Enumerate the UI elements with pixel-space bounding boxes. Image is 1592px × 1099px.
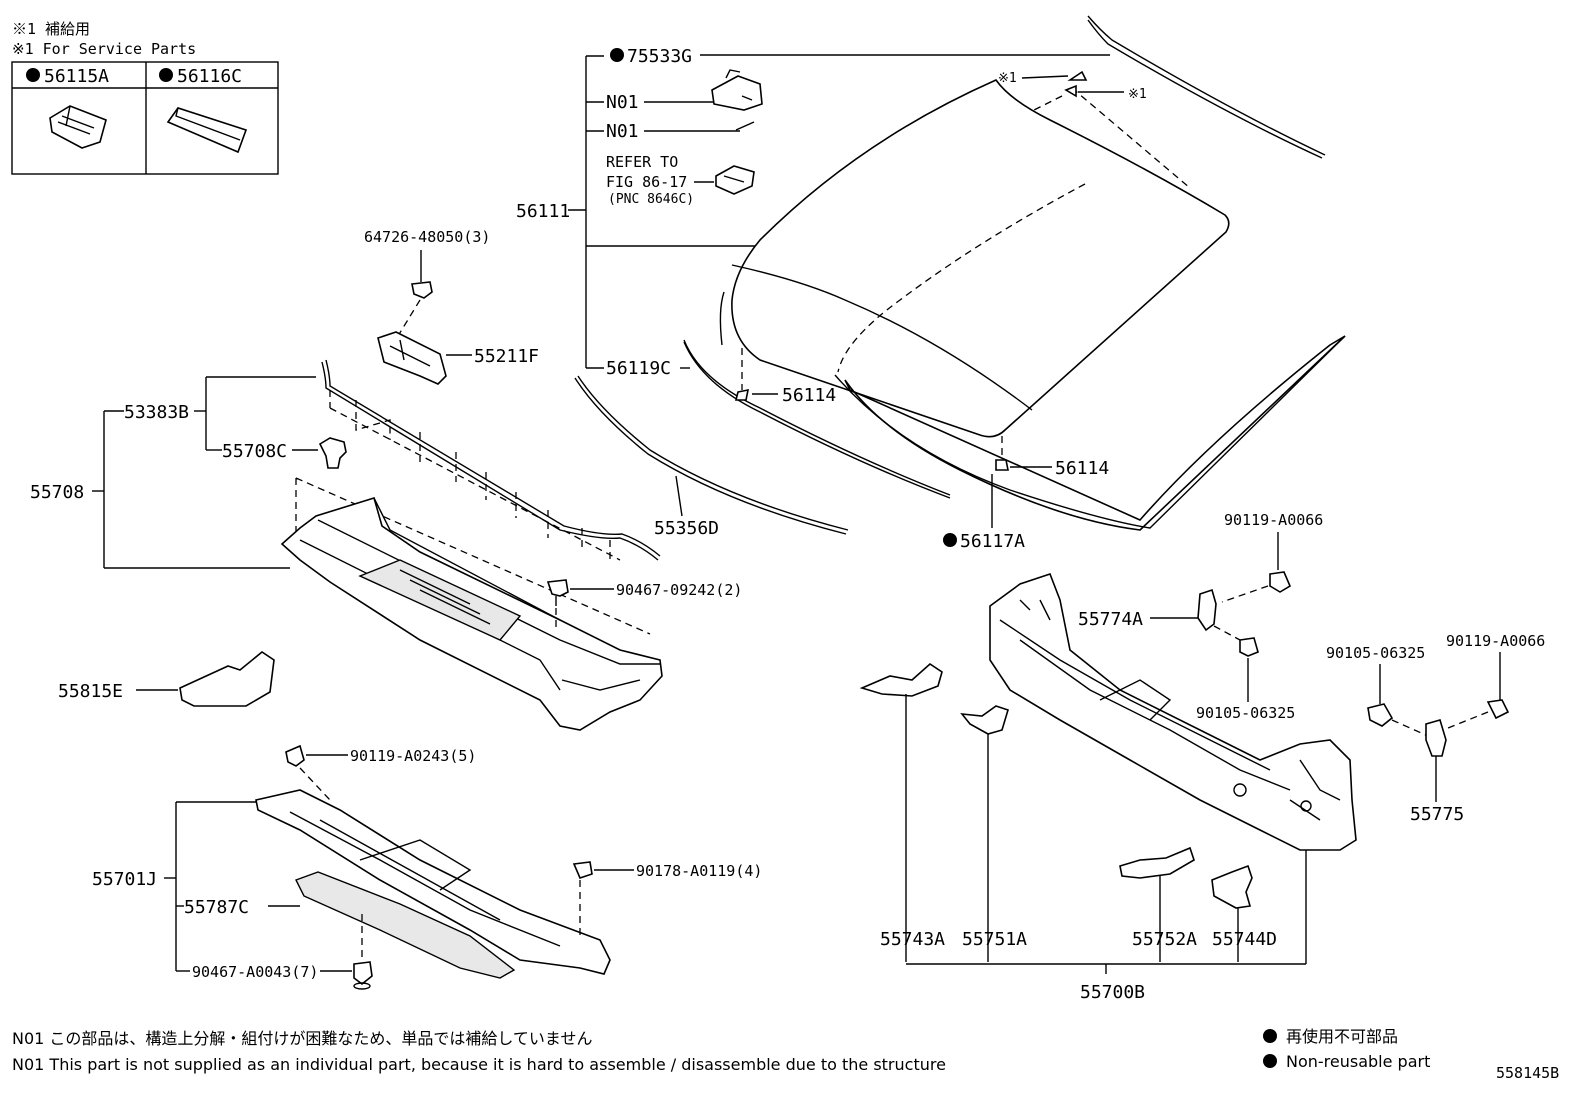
- non-reusable-bullet-icon: [943, 533, 957, 547]
- header-jp: ※1 補給用: [12, 20, 90, 38]
- callout-90105-06325-b: 90105-06325: [1326, 644, 1425, 662]
- spacer-56114-b: [995, 436, 1009, 471]
- tape-part-illustration: [166, 107, 248, 154]
- bolt-90119-A0066-a: [1221, 571, 1292, 603]
- clip-90467-A0043: [353, 914, 373, 990]
- windshield-molding-55356D: [574, 375, 849, 535]
- bracket-55774A: [1197, 588, 1217, 632]
- callout-56114-b: 56114: [1055, 458, 1109, 479]
- brace-55751A: [960, 705, 1009, 735]
- bracket-55211F: [377, 331, 447, 385]
- service-part-label: 56116C: [177, 66, 242, 87]
- callout-55744D: 55744D: [1212, 929, 1277, 950]
- non-reusable-bullet-icon: [1263, 1029, 1277, 1043]
- callout-55743A: 55743A: [880, 929, 945, 950]
- sensor-bracket-part: [711, 69, 763, 111]
- bolt-90105-06325-b: [1367, 703, 1429, 737]
- header-en: ※1 For Service Parts: [12, 40, 196, 58]
- callout-90105-06325-a: 90105-06325: [1196, 704, 1295, 722]
- cowl-panel-55701J: [255, 789, 611, 975]
- callout-55815E: 55815E: [58, 681, 123, 702]
- non-reusable-bullet-icon: [610, 48, 624, 62]
- callout-90178-A0119: 90178-A0119(4): [636, 862, 762, 880]
- callout-56111: 56111: [516, 201, 570, 222]
- service-parts-table: 56115A 56116C: [11, 61, 279, 175]
- bracket-55775: [1425, 719, 1447, 757]
- clip-90467-09242: [546, 579, 569, 630]
- callout-90119-A0066-b: 90119-A0066: [1446, 632, 1545, 650]
- callout-90119-A0243: 90119-A0243(5): [350, 747, 476, 765]
- callout-55774A: 55774A: [1078, 609, 1143, 630]
- cowl-assembly-55700B: [989, 572, 1357, 851]
- bullet-icon: [159, 68, 173, 82]
- insulator-55815E: [179, 651, 275, 707]
- callout-90467-09242: 90467-09242(2): [616, 581, 742, 599]
- callout-90467-A0043: 90467-A0043(7): [192, 963, 318, 981]
- cowl-louver-55708: [280, 477, 663, 731]
- callout-75533G: 75533G: [627, 46, 692, 67]
- callout-55787C: 55787C: [184, 897, 249, 918]
- callout-55700B: 55700B: [1080, 982, 1145, 1003]
- callout-56114-a: 56114: [782, 385, 836, 406]
- callout-64726-48050: 64726-48050(3): [364, 228, 490, 246]
- bullet-icon: [26, 68, 40, 82]
- brace-55744D: [1211, 864, 1253, 909]
- callout-90119-A0066-a: 90119-A0066: [1224, 511, 1323, 529]
- footnote-jp: N01 この部品は、構造上分解・組付けが困難なため、単品では補給していません: [12, 1029, 592, 1048]
- bolt-90105-06325-a: [1213, 625, 1259, 657]
- seal-55787C: [295, 871, 516, 979]
- bolt-90119-A0066-b: [1447, 699, 1510, 729]
- brace-55752A: [1119, 846, 1195, 879]
- callout-55708: 55708: [30, 482, 84, 503]
- callout-N01-b: N01: [606, 121, 639, 142]
- clip-64726-48050: [397, 281, 433, 337]
- callout-55775: 55775: [1410, 804, 1464, 825]
- callout-53383B: 53383B: [124, 402, 189, 423]
- callout-56119C: 56119C: [606, 358, 671, 379]
- legend-en: Non-reusable part: [1286, 1052, 1430, 1071]
- callout-55700B-bracket: [906, 850, 1307, 974]
- callout-55708-bracket: [92, 376, 318, 569]
- callout-55708C: 55708C: [222, 441, 287, 462]
- spacer-56114-a: [734, 348, 750, 401]
- service-part-label: 56115A: [44, 66, 109, 87]
- refer-line-3: (PNC 8646C): [608, 192, 694, 207]
- callout-N01-a: N01: [606, 92, 639, 113]
- callout-55211F: 55211F: [474, 346, 539, 367]
- callout-55751A: 55751A: [962, 929, 1027, 950]
- brace-55743A: [859, 662, 943, 697]
- mark-1-b: ※1: [1128, 87, 1147, 102]
- callout-55356D: 55356D: [654, 518, 719, 539]
- seal-53383B: [321, 359, 661, 561]
- refer-line-1: REFER TO: [606, 153, 678, 171]
- callout-55701J-bracket: [164, 801, 300, 972]
- clip-90178-A0119: [572, 861, 593, 936]
- mark-1-a: ※1: [998, 71, 1017, 86]
- bolt-90119-A0243: [285, 744, 331, 801]
- figure-id: 558145B: [1496, 1064, 1559, 1082]
- rain-sensor-part: [715, 165, 755, 195]
- refer-line-2: FIG 86-17: [606, 173, 687, 191]
- windshield-glass: [683, 15, 1346, 531]
- callout-56117A: 56117A: [960, 531, 1025, 552]
- callout-56111-bracket: [568, 55, 755, 369]
- callout-55752A: 55752A: [1132, 929, 1197, 950]
- non-reusable-bullet-icon: [1263, 1054, 1277, 1068]
- footnote-en: N01 This part is not supplied as an indi…: [12, 1055, 946, 1074]
- clip-part-illustration: [49, 105, 107, 149]
- legend-jp: 再使用不可部品: [1286, 1027, 1398, 1046]
- callout-55701J: 55701J: [92, 869, 157, 890]
- clip-55708C: [318, 437, 347, 469]
